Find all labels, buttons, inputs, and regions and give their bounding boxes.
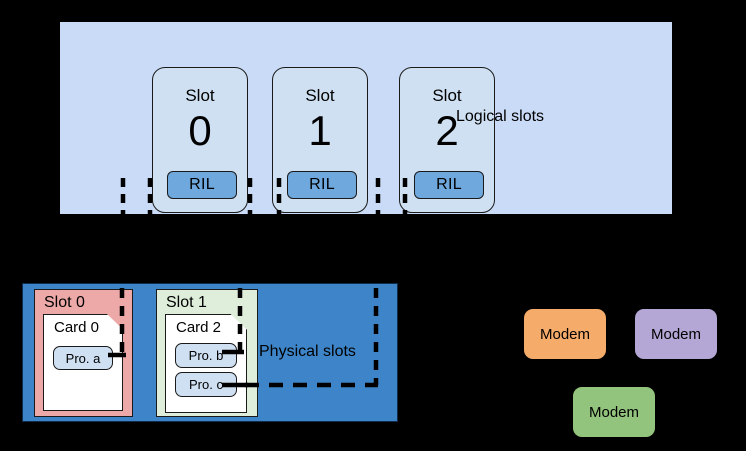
physical-slots-label: Physical slots (259, 343, 356, 360)
ril-badge-slot-2[interactable]: RIL (414, 171, 484, 199)
sim-card-2-title: Card 2 (176, 319, 222, 336)
logical-slot-0[interactable]: Slot 0 RIL (152, 67, 248, 213)
profile-pro-a[interactable]: Pro. a (53, 346, 113, 370)
logical-slot-1[interactable]: Slot 1 RIL (272, 67, 368, 213)
sim-card-0-title: Card 0 (54, 319, 100, 336)
logical-slot-0-number: 0 (188, 107, 212, 154)
physical-slot-1[interactable]: Slot 1 Card 2 Pro. b Pro. c (156, 289, 258, 417)
physical-slot-0[interactable]: Slot 0 Card 0 Pro. a (34, 289, 133, 417)
logical-slot-2-number: 2 (435, 107, 459, 154)
logical-slots-label: Logical slots (456, 108, 545, 125)
sim-card-0[interactable]: Card 0 Pro. a (43, 314, 123, 411)
logical-slot-2[interactable]: Slot 2 RIL (399, 67, 495, 213)
modem-purple[interactable]: Modem (635, 309, 717, 359)
logical-slot-1-number: 1 (308, 107, 332, 154)
logical-slot-1-word: Slot (305, 86, 335, 105)
logical-slot-0-word: Slot (185, 86, 215, 105)
physical-slot-0-title: Slot 0 (44, 294, 85, 311)
physical-slot-1-title: Slot 1 (166, 294, 207, 311)
modem-orange[interactable]: Modem (524, 309, 606, 359)
logical-slots-panel: Slot 0 RIL Slot 1 RIL Slot 2 RIL (60, 22, 672, 214)
profile-pro-b[interactable]: Pro. b (175, 343, 237, 368)
ril-badge-slot-0[interactable]: RIL (167, 171, 237, 199)
logical-slot-2-word: Slot (432, 86, 462, 105)
ril-badge-slot-1[interactable]: RIL (287, 171, 357, 199)
sim-card-2[interactable]: Card 2 Pro. b Pro. c (165, 314, 247, 413)
modem-green[interactable]: Modem (573, 387, 655, 437)
profile-pro-c[interactable]: Pro. c (175, 372, 237, 397)
